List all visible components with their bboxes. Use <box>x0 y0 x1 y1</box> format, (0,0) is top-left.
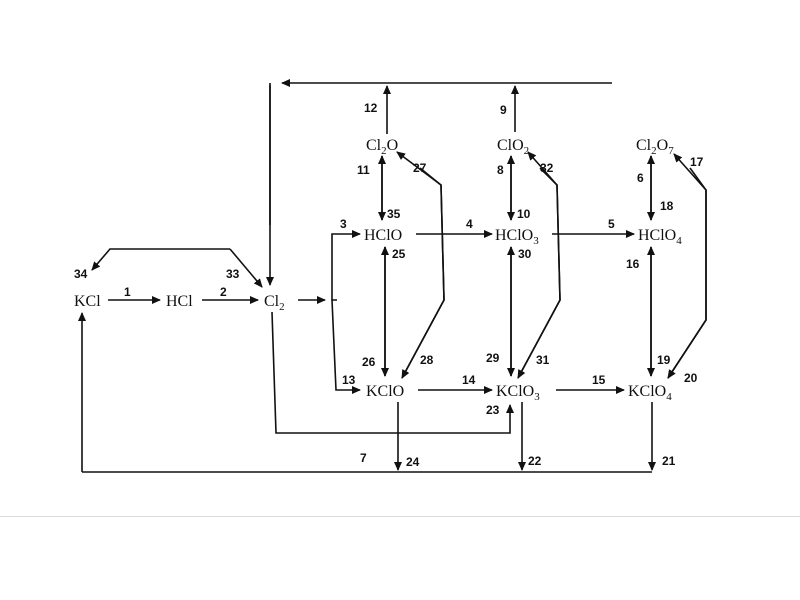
reaction-number: 17 <box>690 155 704 169</box>
reaction-number: 22 <box>528 454 542 468</box>
reaction-number: 13 <box>342 373 356 387</box>
divider <box>0 516 800 517</box>
node-hclo: HClO <box>364 227 402 244</box>
reaction-number: 31 <box>536 353 550 367</box>
compounds: KCl HCl Cl2 Cl2O ClO2 Cl2O7 HClO HClO3 H… <box>74 137 682 403</box>
reaction-number: 8 <box>497 163 504 177</box>
reaction-number: 11 <box>357 163 370 177</box>
arrow-to-kclo <box>331 299 361 394</box>
node-hcl: HCl <box>166 293 193 310</box>
reaction-number: 29 <box>486 351 500 365</box>
node-kcl: KCl <box>74 293 101 310</box>
reaction-number: 28 <box>420 353 434 367</box>
reaction-number: 7 <box>360 451 367 465</box>
reaction-number: 14 <box>462 373 476 387</box>
reaction-number: 30 <box>518 247 532 261</box>
arrow-loop-to-kcl <box>91 248 230 271</box>
reaction-number: 35 <box>387 207 401 221</box>
reaction-number: 1 <box>124 285 131 299</box>
reaction-number: 2 <box>220 285 227 299</box>
arrow-loop-to-cl2 <box>229 248 263 288</box>
reaction-number: 16 <box>626 257 640 271</box>
reaction-number: 25 <box>392 247 406 261</box>
node-cl2o7: Cl2O7 <box>636 137 674 157</box>
reaction-number: 34 <box>74 267 88 281</box>
reaction-number: 26 <box>362 355 376 369</box>
node-clo2: ClO2 <box>497 137 529 157</box>
reaction-number: 33 <box>226 267 240 281</box>
reaction-number: 10 <box>517 207 531 221</box>
reaction-number: 32 <box>540 161 554 175</box>
node-cl2: Cl2 <box>264 293 285 313</box>
arrow-kclo3-to-clo2 <box>517 151 561 379</box>
reaction-number: 3 <box>340 217 347 231</box>
node-hclo4: HClO4 <box>638 227 682 247</box>
reaction-number: 19 <box>657 353 671 367</box>
reaction-number: 6 <box>637 171 644 185</box>
reaction-number: 12 <box>364 101 378 115</box>
node-kclo3: KClO3 <box>496 383 540 403</box>
reaction-number: 24 <box>406 455 420 469</box>
arrow-kclo4-to-cl2o7 <box>667 153 707 379</box>
reaction-number: 4 <box>466 217 473 231</box>
reaction-number: 18 <box>660 199 674 213</box>
node-hclo3: HClO3 <box>495 227 539 247</box>
reaction-number: 23 <box>486 403 500 417</box>
connectors <box>78 79 707 473</box>
arrow-cl2o-to-kclo <box>401 167 445 379</box>
node-cl2o: Cl2O <box>366 137 398 157</box>
reaction-number: 20 <box>684 371 698 385</box>
reaction-number: 15 <box>592 373 606 387</box>
node-kclo: KClO <box>366 383 404 400</box>
reaction-number: 21 <box>662 454 676 468</box>
reaction-number: 5 <box>608 217 615 231</box>
arrow-clo2-to-kclo3 <box>517 167 561 379</box>
reaction-number: 27 <box>413 161 427 175</box>
node-kclo4: KClO4 <box>628 383 672 403</box>
arrow-cl2-to-kclo3 <box>271 311 514 434</box>
reaction-number: 9 <box>500 103 507 117</box>
reaction-numbers: 1 2 3 4 5 6 7 8 9 10 11 12 13 14 15 16 1… <box>74 101 704 469</box>
arrow-cl2o7-to-kclo4 <box>667 167 707 379</box>
arrow-to-hclo <box>331 230 361 301</box>
